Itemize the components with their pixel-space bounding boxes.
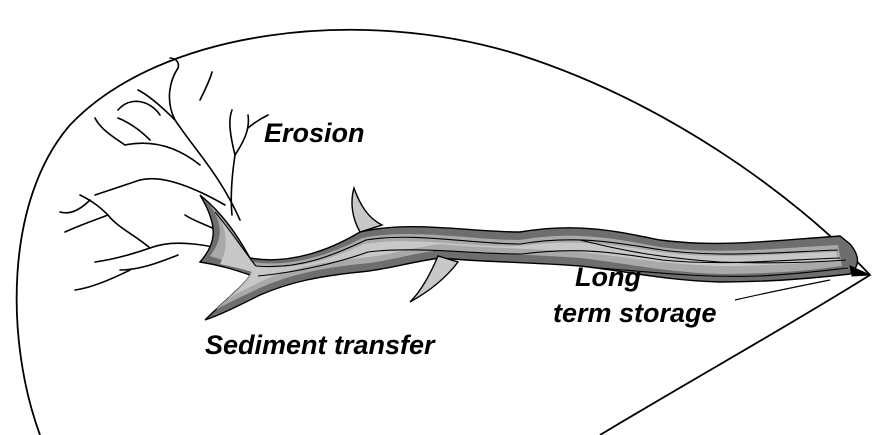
tributary-spur-lower bbox=[410, 256, 458, 302]
tributary-spur-upper bbox=[352, 188, 382, 232]
storage-leader-line bbox=[735, 280, 830, 300]
label-storage-line2: term storage bbox=[553, 298, 717, 328]
label-storage-line1: Long bbox=[575, 262, 641, 292]
label-erosion: Erosion bbox=[264, 118, 365, 148]
label-sediment-transfer: Sediment transfer bbox=[205, 330, 435, 360]
